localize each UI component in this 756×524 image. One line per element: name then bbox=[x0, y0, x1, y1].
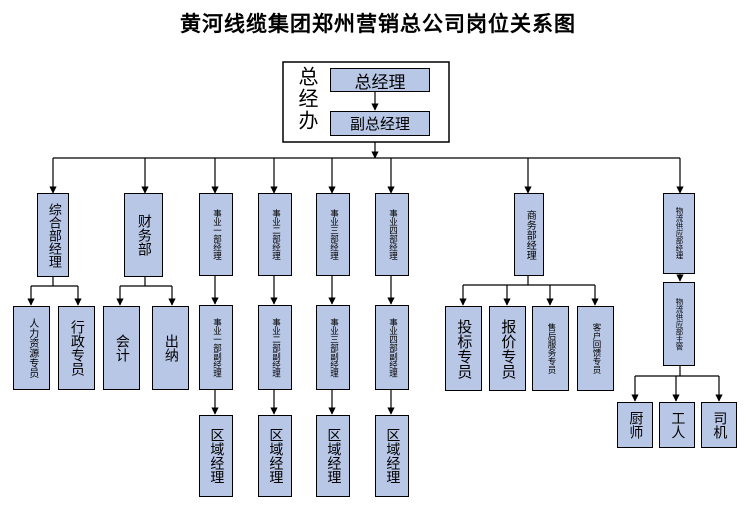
business-3-manager-box: 事业三部经理 bbox=[316, 193, 350, 276]
logistics-manager-box: 物流供应部经理 bbox=[663, 193, 695, 274]
quotation-specialist-box: 报价专员 bbox=[489, 306, 526, 391]
management-frame bbox=[282, 61, 450, 143]
accountant-box: 会计 bbox=[103, 306, 140, 390]
business-1-deputy-box: 事业一部副经理 bbox=[199, 305, 233, 390]
cook-box: 厨师 bbox=[617, 402, 653, 448]
admin-specialist-box: 行政专员 bbox=[58, 306, 95, 390]
general-manager-box: 总经理 bbox=[330, 68, 430, 93]
business-3-area-manager-box: 区域经理 bbox=[316, 415, 350, 497]
logistics-supervisor-box: 物流供应部主管 bbox=[663, 282, 695, 366]
finance-dept-box: 财务部 bbox=[124, 193, 163, 277]
cashier-box: 出纳 bbox=[152, 306, 189, 390]
business-3-deputy-box: 事业三部副经理 bbox=[316, 305, 350, 390]
commerce-manager-box: 商务部经理 bbox=[514, 193, 544, 276]
after-sales-specialist-box: 售后服务专员 bbox=[532, 306, 569, 391]
business-4-area-manager-box: 区域经理 bbox=[375, 415, 409, 497]
business-4-deputy-box: 事业四部副经理 bbox=[375, 305, 409, 390]
business-1-area-manager-box: 区域经理 bbox=[199, 415, 233, 497]
business-2-manager-box: 事业二部经理 bbox=[258, 193, 292, 276]
chart-title: 黄河线缆集团郑州营销总公司岗位关系图 bbox=[180, 11, 576, 36]
hr-specialist-box: 人力资源专员 bbox=[13, 306, 50, 390]
general-affairs-manager-box: 综合部经理 bbox=[37, 193, 69, 277]
business-2-deputy-box: 事业二部副经理 bbox=[258, 305, 292, 390]
deputy-general-manager-box: 副总经理 bbox=[330, 111, 430, 136]
management-office-label: 总经办 bbox=[295, 66, 319, 132]
customer-feedback-specialist-box: 客户回馈专员 bbox=[577, 306, 614, 391]
worker-box: 工人 bbox=[659, 402, 695, 448]
business-4-manager-box: 事业四部经理 bbox=[375, 193, 409, 276]
driver-box: 司机 bbox=[701, 402, 737, 448]
business-2-area-manager-box: 区域经理 bbox=[258, 415, 292, 497]
bidding-specialist-box: 投标专员 bbox=[445, 306, 482, 391]
business-1-manager-box: 事业一部经理 bbox=[199, 193, 233, 276]
